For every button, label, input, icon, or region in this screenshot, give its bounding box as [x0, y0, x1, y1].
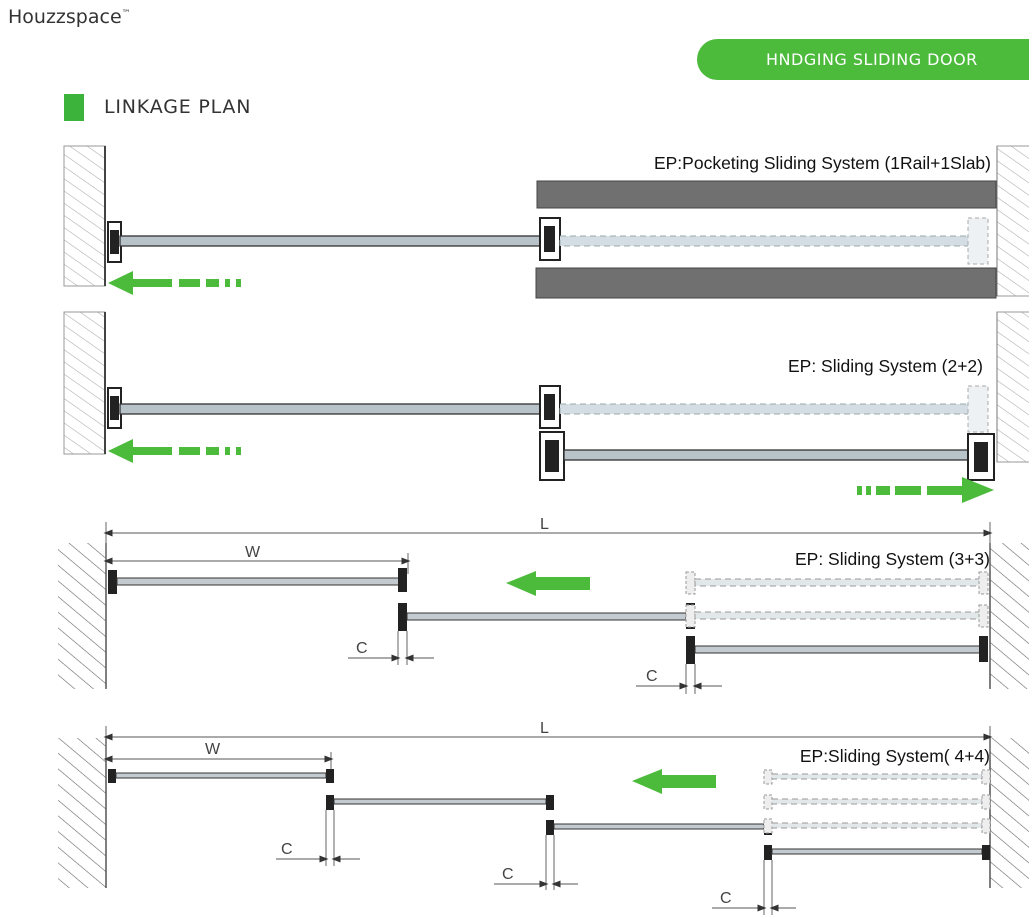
door-panel-solid — [107, 217, 561, 263]
door-panel-2 — [326, 795, 554, 810]
left-wall — [63, 311, 106, 455]
dimension-width-W: W — [103, 544, 411, 574]
left-wall — [58, 738, 106, 888]
pocket-slab-bottom — [535, 267, 997, 299]
section-marker — [64, 94, 84, 121]
right-wall — [990, 738, 1029, 888]
dim-label-gap: C — [281, 841, 293, 858]
gap-dimension-2: C — [494, 835, 578, 890]
trademark-symbol: ™ — [121, 9, 131, 19]
door-panel-ghost — [559, 217, 989, 265]
door-panel-1 — [108, 769, 334, 783]
diagram-sliding-3-3: L W — [58, 516, 1029, 694]
move-left-arrow — [632, 769, 716, 794]
dim-label-width: W — [205, 741, 221, 758]
move-left-arrow — [108, 271, 241, 295]
ghost-panels — [685, 571, 989, 628]
door-panel-upper — [107, 385, 989, 433]
door-panel-lower — [539, 431, 995, 481]
diagram-pocketing-system: EP:Pocketing Sliding System (1Rail+1Slab… — [63, 145, 1029, 299]
door-panel-1 — [108, 568, 407, 594]
dim-label-gap: C — [356, 640, 368, 657]
door-panel-4 — [764, 845, 990, 860]
gap-dimension-3: C — [712, 860, 796, 915]
left-wall — [58, 543, 106, 689]
diagram-sliding-2-2: EP: Sliding System (2+2) — [63, 311, 1029, 503]
dim-label-width: W — [245, 544, 261, 561]
move-left-arrow — [108, 439, 241, 463]
dim-label-gap: C — [502, 866, 514, 883]
left-wall — [63, 145, 106, 287]
door-panel-3 — [546, 820, 772, 835]
dimension-total-L: L — [103, 720, 993, 760]
dimension-width-W: W — [103, 741, 334, 770]
dim-label-gap: C — [720, 890, 732, 907]
move-left-arrow — [506, 571, 590, 596]
move-right-arrow — [857, 477, 994, 503]
pocket-slab-top — [536, 180, 997, 209]
right-wall — [990, 543, 1029, 689]
brand-name: Houzzspace — [8, 6, 122, 28]
brand-logo: Houzzspace™ — [8, 6, 131, 28]
gap-dimension-1: C — [348, 631, 434, 665]
dim-label-total: L — [540, 720, 549, 737]
caption-pocketing: EP:Pocketing Sliding System (1Rail+1Slab… — [654, 153, 991, 173]
gap-dimension-2: C — [636, 664, 722, 694]
right-wall — [996, 311, 1029, 463]
header-tag: HNDGING SLIDING DOOR — [697, 39, 1029, 80]
right-wall — [996, 145, 1029, 297]
caption-sliding-3-3: EP: Sliding System (3+3) — [795, 549, 990, 569]
section-title: LINKAGE PLAN — [104, 96, 252, 118]
ghost-panels — [763, 769, 991, 834]
dim-label-total: L — [540, 516, 549, 533]
gap-dimension-1: C — [276, 810, 360, 866]
diagram-sliding-4-4: L W — [58, 720, 1029, 915]
door-panel-2 — [398, 603, 695, 631]
door-panel-3 — [686, 636, 988, 664]
dim-label-gap: C — [646, 668, 658, 685]
caption-sliding-4-4: EP:Sliding System( 4+4) — [800, 746, 990, 766]
caption-sliding-2-2: EP: Sliding System (2+2) — [788, 356, 983, 376]
